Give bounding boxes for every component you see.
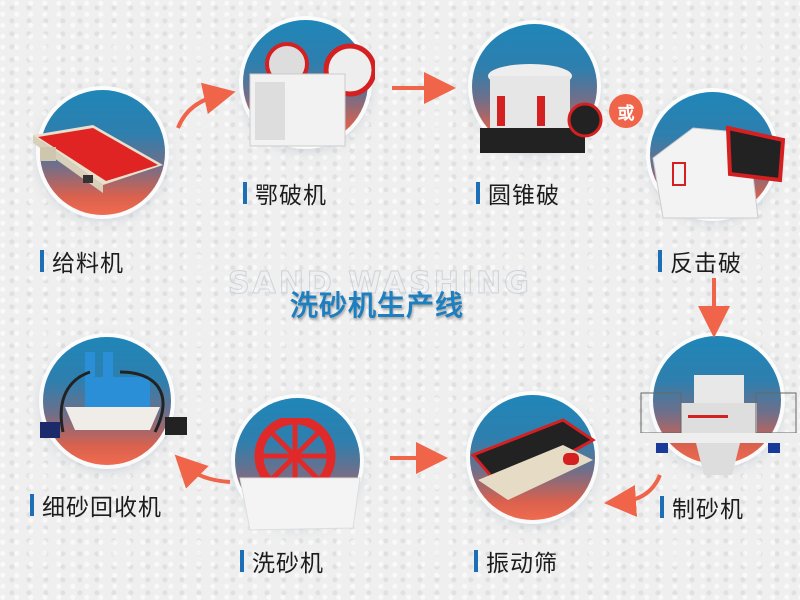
sand-washer-machine-icon xyxy=(239,418,361,531)
sand-maker-label: 制砂机 xyxy=(660,490,744,524)
arrow-sandmaker-to-screen-icon xyxy=(604,474,662,517)
arrow-washer-to-recycler-icon xyxy=(174,454,231,489)
vibrating-screen-machine-icon xyxy=(470,418,596,500)
sand-maker-label-text: 制砂机 xyxy=(672,497,744,523)
label-bar xyxy=(40,250,44,272)
arrow-feeder-to-jaw-icon xyxy=(176,82,236,129)
cone-crusher-label-text: 圆锥破 xyxy=(488,183,560,209)
jaw-crusher-machine-icon xyxy=(249,42,375,147)
cone-crusher-label: 圆锥破 xyxy=(476,176,560,210)
impact-crusher-machine-icon xyxy=(652,125,786,219)
fine-sand-recycler-machine-icon xyxy=(40,352,187,438)
fine-sand-recycler-label: 细砂回收机 xyxy=(30,488,162,522)
feeder-label-text: 给料机 xyxy=(52,251,124,277)
impact-crusher-label-text: 反击破 xyxy=(670,251,742,277)
vibrating-screen-label: 振动筛 xyxy=(474,544,558,578)
label-bar xyxy=(243,182,247,204)
label-bar xyxy=(474,550,478,572)
label-bar xyxy=(30,494,34,516)
fine-sand-recycler-label-text: 细砂回收机 xyxy=(42,495,162,521)
label-bar xyxy=(660,496,664,518)
impact-crusher-label: 反击破 xyxy=(658,244,742,278)
sand-washer-label: 洗砂机 xyxy=(240,544,324,578)
watermark-text: SAND WASHING xyxy=(228,266,532,302)
sand-washer-label-text: 洗砂机 xyxy=(252,551,324,577)
cone-crusher-machine-icon xyxy=(480,64,603,153)
feeder-label: 给料机 xyxy=(40,244,124,278)
or-badge: 或 xyxy=(609,94,643,128)
vibrating-screen-label-text: 振动筛 xyxy=(486,551,558,577)
sand-maker-machine-icon xyxy=(636,375,800,475)
diagram-title: 洗砂机生产线 xyxy=(290,289,465,322)
label-bar xyxy=(240,550,244,572)
label-bar xyxy=(658,250,662,272)
jaw-crusher-label-text: 鄂破机 xyxy=(255,183,327,209)
label-bar xyxy=(476,182,480,204)
jaw-crusher-label: 鄂破机 xyxy=(243,176,327,210)
feeder-machine-icon xyxy=(33,125,163,193)
